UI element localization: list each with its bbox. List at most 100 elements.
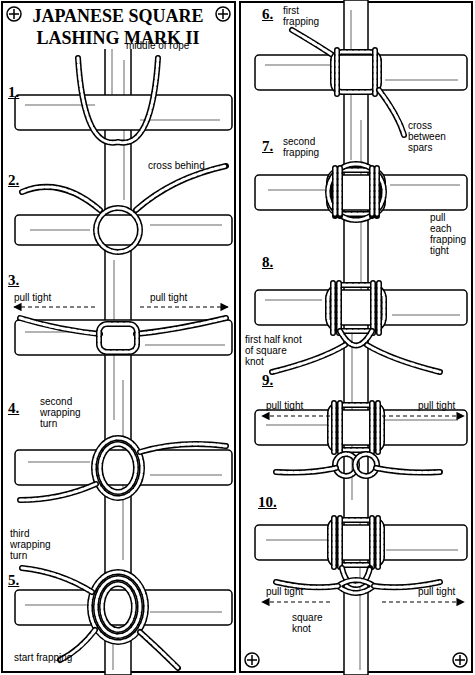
rope	[140, 444, 226, 452]
rope	[96, 578, 140, 636]
rope	[22, 187, 100, 210]
instruction-label: pull tight	[418, 400, 470, 411]
rope	[96, 578, 140, 636]
spar-grain	[25, 65, 460, 612]
rope	[338, 580, 374, 593]
corner-symbol	[245, 653, 259, 667]
rope	[136, 166, 226, 210]
instruction-label: second wrapping turn	[40, 396, 92, 429]
rope	[96, 208, 140, 252]
rope	[367, 345, 440, 372]
instruction-label: start frapping	[14, 652, 114, 663]
step-number: 1.	[8, 84, 19, 101]
cross-spar	[255, 175, 467, 210]
rope	[22, 568, 92, 592]
corner-symbol	[453, 653, 467, 667]
instruction-label: second frapping	[283, 136, 338, 158]
rope	[20, 30, 440, 668]
rope	[99, 324, 137, 352]
rope	[292, 30, 334, 56]
rope	[334, 518, 378, 567]
rope	[334, 403, 378, 452]
instruction-label: pull each frapping tight	[430, 212, 470, 256]
rope	[334, 403, 378, 452]
rope	[20, 484, 96, 500]
rope	[99, 324, 137, 352]
pull-arrow	[14, 306, 95, 307]
cross-spar	[15, 590, 232, 625]
pull-arrow	[140, 306, 228, 307]
instruction-label: pull tight	[150, 292, 210, 303]
step-number: 5.	[8, 572, 19, 589]
rope	[140, 444, 226, 452]
rope	[140, 632, 178, 668]
step-number: 3.	[8, 272, 19, 289]
step-number: 2.	[8, 172, 19, 189]
instruction-label: pull tight	[14, 292, 74, 303]
rope	[136, 318, 226, 334]
pull-arrow	[262, 415, 330, 416]
rope	[102, 584, 134, 630]
step-number: 8.	[262, 254, 273, 271]
cross-spar	[255, 525, 467, 560]
instruction-label: cross between spars	[408, 120, 466, 153]
pull-arrow	[14, 307, 464, 602]
cross-spar	[15, 450, 232, 485]
step-number: 7.	[262, 138, 273, 155]
step-number: 9.	[262, 372, 273, 389]
instruction-label: pull tight	[266, 400, 326, 411]
rope	[376, 468, 440, 473]
corner-symbol	[455, 655, 465, 665]
instruction-label: middle of rope	[126, 40, 218, 51]
rope	[100, 444, 136, 492]
rope	[20, 484, 96, 500]
rope	[379, 90, 404, 135]
instruction-label: pull tight	[266, 586, 326, 597]
rope	[335, 168, 377, 216]
rope	[22, 187, 100, 210]
rope	[78, 58, 158, 143]
step-number: 4.	[8, 400, 19, 417]
corner-symbol	[7, 7, 21, 21]
rope	[276, 468, 336, 473]
rope	[78, 58, 158, 143]
step-number: 6.	[262, 6, 273, 23]
rope	[20, 318, 100, 334]
corner-symbol	[218, 9, 228, 19]
corner-symbol	[9, 9, 19, 19]
rope	[102, 584, 134, 630]
rope	[367, 345, 440, 372]
rope	[328, 164, 384, 220]
instruction-label: third wrapping turn	[10, 528, 62, 561]
rope	[20, 318, 100, 334]
rope	[376, 468, 440, 473]
rope	[94, 438, 142, 498]
cross-spar	[255, 410, 467, 445]
rope	[94, 438, 142, 498]
rope	[136, 318, 226, 334]
rope	[22, 568, 92, 592]
rope	[96, 208, 140, 252]
pull-arrow	[262, 601, 330, 602]
pull-arrow	[382, 415, 464, 416]
instruction-label: pull tight	[418, 586, 470, 597]
rope	[333, 283, 379, 333]
rope	[379, 90, 404, 135]
rope	[334, 518, 378, 567]
rope	[136, 166, 226, 210]
rope	[276, 468, 336, 473]
instruction-label: cross behind	[148, 160, 228, 171]
rope	[333, 283, 379, 333]
rope	[355, 454, 377, 476]
wood-grain	[351, 10, 361, 670]
cross-spar	[15, 95, 232, 130]
rope	[328, 164, 384, 220]
corner-symbol	[7, 7, 467, 667]
panel-border	[2, 2, 235, 672]
rope	[140, 632, 178, 668]
rope	[337, 50, 375, 94]
rope	[338, 580, 374, 593]
